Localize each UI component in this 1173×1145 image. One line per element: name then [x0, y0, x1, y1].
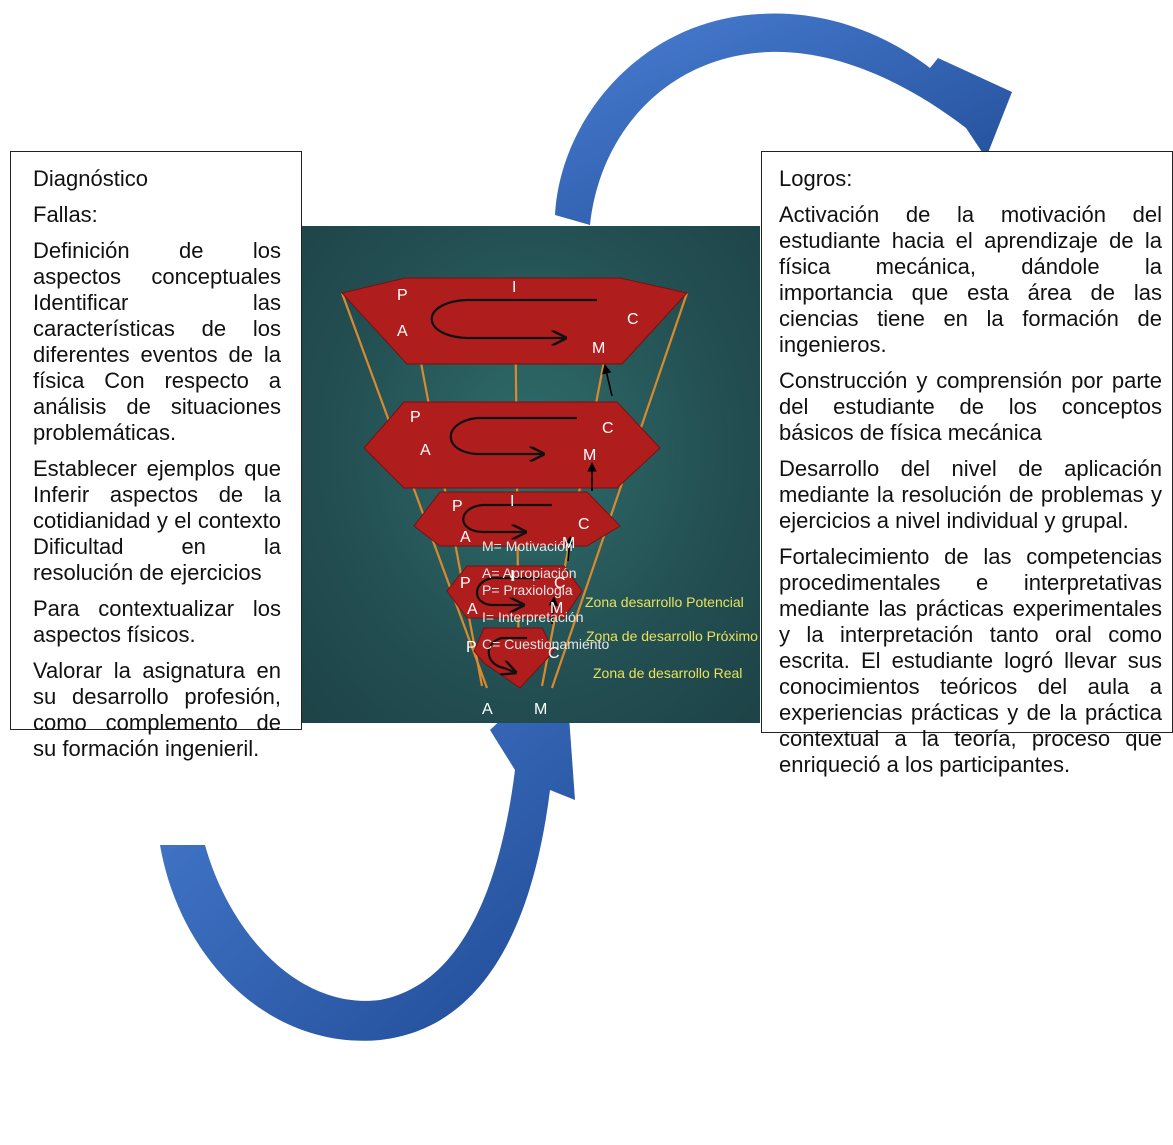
zone-proximo-label: Zona de desarrollo Próximo — [586, 628, 758, 644]
letter-c-3: C — [578, 516, 590, 533]
top-curved-arrow — [555, 13, 1012, 225]
legend-cuestionamiento: C= Cuestionamiento — [482, 636, 610, 652]
zone-potencial-label: Zona desarrollo Potencial — [585, 594, 744, 610]
letter-a-5: A — [397, 323, 408, 340]
fallas-subtitle: Fallas: — [33, 202, 98, 227]
letter-m-5: M — [592, 340, 605, 357]
diagnostico-box: Diagnóstico Fallas: Definición de los as… — [10, 151, 302, 761]
loop-level-1 — [487, 636, 527, 672]
loop-level-2 — [475, 576, 540, 605]
letter-i-2: I — [510, 568, 514, 585]
zones-diagram-panel: P A I C M P A C M P I A C M P I A C M P … — [302, 226, 760, 723]
loop-level-5 — [430, 298, 597, 338]
letter-p-3: P — [452, 498, 463, 515]
letter-p-5: P — [397, 287, 408, 304]
letter-a-2: A — [467, 601, 478, 618]
level-4-shape — [363, 401, 661, 489]
letter-c-4: C — [602, 420, 614, 437]
letter-p-1: P — [466, 639, 477, 656]
fallas-paragraph-4: Valorar la asignatura en su desarrollo p… — [33, 658, 281, 761]
letter-a-4: A — [420, 442, 431, 459]
letter-p-4: P — [410, 409, 421, 426]
zone-labels: Zona desarrollo Potencial Zona de desarr… — [585, 594, 758, 681]
fallas-paragraph-3: Para contextualizar los aspectos físicos… — [33, 596, 281, 647]
letter-c-1: C — [548, 645, 560, 662]
letter-p-2: P — [460, 575, 471, 592]
logros-paragraph-1: Activación de la motivación del estudian… — [779, 202, 1162, 357]
loop-level-4 — [449, 416, 577, 454]
progress-arrows — [548, 364, 613, 625]
letter-a-3: A — [460, 529, 471, 546]
level-shapes — [341, 277, 688, 689]
letter-m-4: M — [583, 447, 596, 464]
letter-c-2: C — [554, 575, 566, 592]
fallas-paragraph-1: Definición de los aspectos conceptuales … — [33, 238, 281, 445]
legend-praxiologia: P= Praxiologia — [482, 582, 573, 598]
fallas-paragraph-2: Establecer ejemplos que Inferir aspectos… — [33, 456, 281, 585]
bottom-curved-arrow — [160, 660, 575, 1041]
logros-paragraph-2: Construcción y comprensión por parte del… — [779, 368, 1162, 445]
legend-list: M= Motivación A= Apropiación P= Praxiolo… — [482, 537, 609, 654]
level-5-shape — [341, 277, 688, 365]
letter-m-2: M — [550, 600, 563, 617]
legend-interpretacion: I= Interpretación — [482, 609, 584, 625]
level-2-shape — [446, 565, 583, 619]
logros-paragraph-3: Desarrollo del nivel de aplicación media… — [779, 456, 1162, 533]
spiral-loops — [430, 298, 597, 672]
logros-title: Logros: — [779, 166, 853, 191]
letter-a-1: A — [482, 701, 493, 718]
legend-apropiacion: A= Apropiación — [482, 565, 577, 581]
zones-diagram: P A I C M P A C M P I A C M P I A C M P … — [340, 277, 758, 718]
letter-i-5: I — [512, 279, 516, 296]
diagnostico-title: Diagnóstico — [33, 166, 148, 191]
level-3-shape — [413, 491, 621, 547]
letter-m-1: M — [534, 701, 547, 718]
loop-level-3 — [462, 503, 552, 532]
level-letters: P A I C M P A C M P I A C M P I A C M P … — [397, 279, 639, 718]
legend-motivacion: M= Motivación — [482, 538, 573, 554]
letter-i-3: I — [510, 493, 514, 510]
logros-box: Logros: Activación de la motivación del … — [761, 151, 1173, 777]
letter-m-3: M — [562, 535, 575, 552]
logros-paragraph-4: Fortalecimiento de las competencias proc… — [779, 544, 1162, 777]
zone-real-label: Zona de desarrollo Real — [593, 665, 742, 681]
letter-c-5: C — [627, 311, 639, 328]
